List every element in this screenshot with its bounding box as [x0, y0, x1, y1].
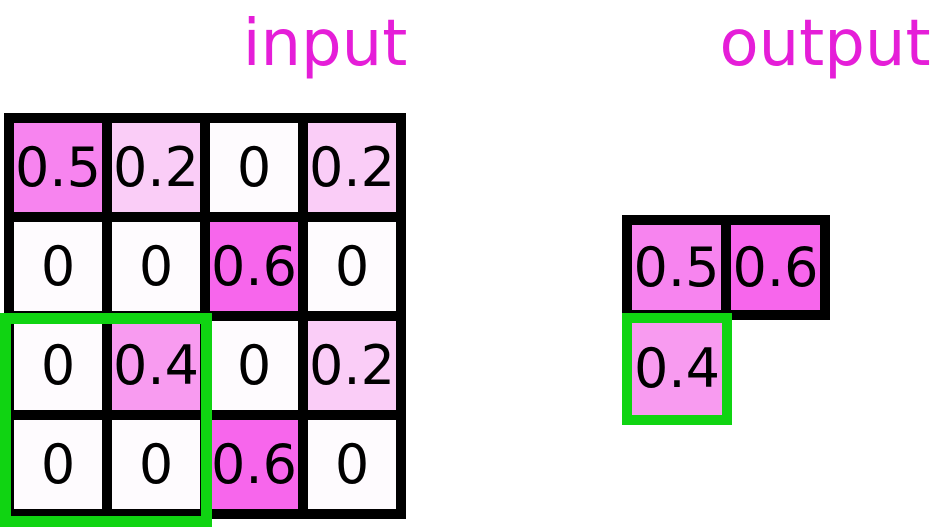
input-cell: 0 — [112, 222, 200, 311]
input-cell: 0 — [112, 420, 200, 509]
input-title: input — [242, 7, 408, 81]
output-cell: 0.5 — [632, 225, 721, 310]
output-highlight-cell: 0.4 — [622, 313, 732, 425]
input-cell: 0 — [308, 222, 396, 311]
input-cell: 0 — [210, 321, 298, 410]
input-cell: 0 — [210, 123, 298, 212]
input-cell: 0 — [14, 222, 102, 311]
input-cell: 0 — [14, 321, 102, 410]
input-cell: 0 — [308, 420, 396, 509]
output-title: output — [719, 7, 931, 81]
input-cell: 0.2 — [308, 123, 396, 212]
input-cell: 0 — [14, 420, 102, 509]
input-cell: 0.4 — [112, 321, 200, 410]
input-cell: 0.2 — [112, 123, 200, 212]
output-cell: 0.6 — [731, 225, 820, 310]
input-cell: 0.6 — [210, 222, 298, 311]
input-cell: 0.5 — [14, 123, 102, 212]
input-cell: 0.2 — [308, 321, 396, 410]
input-cell: 0.6 — [210, 420, 298, 509]
